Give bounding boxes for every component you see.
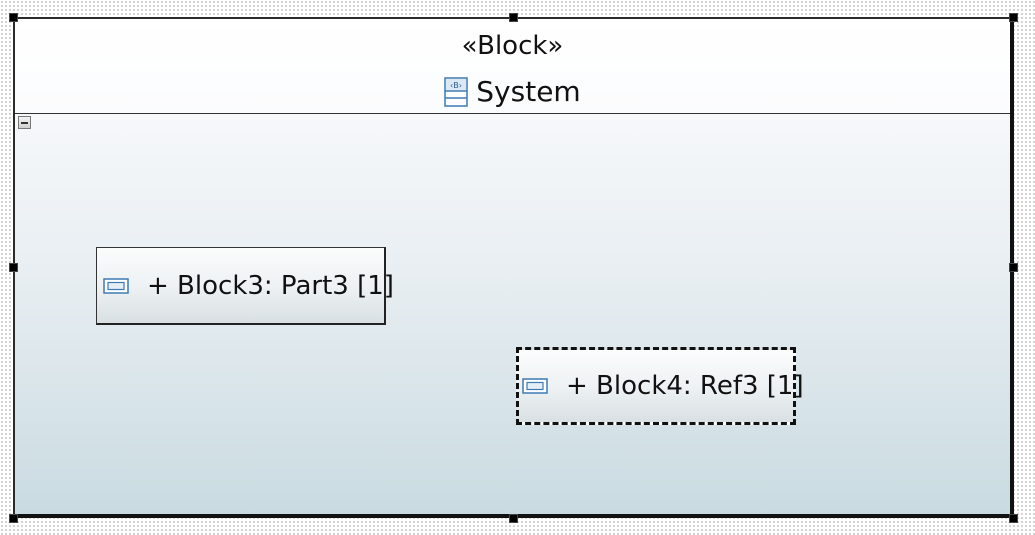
block-icon: ‹B› xyxy=(444,77,469,107)
part-icon xyxy=(103,277,129,294)
reference-property-block4[interactable]: + Block4: Ref3 [1] xyxy=(516,347,804,425)
resize-handle-bottom[interactable] xyxy=(509,514,518,523)
part-label: + Block4: Ref3 [1] xyxy=(566,371,804,401)
block-name-row: ‹B› System xyxy=(15,75,1010,109)
resize-handle-right[interactable] xyxy=(1009,263,1018,272)
part-icon xyxy=(522,378,548,394)
part-label: + Block3: Part3 [1] xyxy=(147,270,394,301)
resize-handle-bottom-left[interactable] xyxy=(9,514,18,523)
resize-handle-top[interactable] xyxy=(509,13,518,22)
block-name: System xyxy=(476,75,581,108)
resize-handle-bottom-right[interactable] xyxy=(1009,514,1018,523)
parts-compartment[interactable]: + Block3: Part3 [1] + Block4: Ref3 [1] xyxy=(15,114,1010,514)
block-stereotype: «Block» xyxy=(461,31,564,61)
block-header: «Block» ‹B› System xyxy=(15,19,1010,114)
resize-handle-top-right[interactable] xyxy=(1009,13,1018,22)
svg-text:‹B›: ‹B› xyxy=(450,81,462,90)
resize-handle-top-left[interactable] xyxy=(9,13,18,22)
collapse-icon[interactable] xyxy=(18,116,31,129)
resize-handle-left[interactable] xyxy=(9,263,18,272)
block-system[interactable]: «Block» ‹B› System + Block3: Part3 [1] xyxy=(13,17,1014,518)
part-property-block3[interactable]: + Block3: Part3 [1] xyxy=(96,247,394,325)
